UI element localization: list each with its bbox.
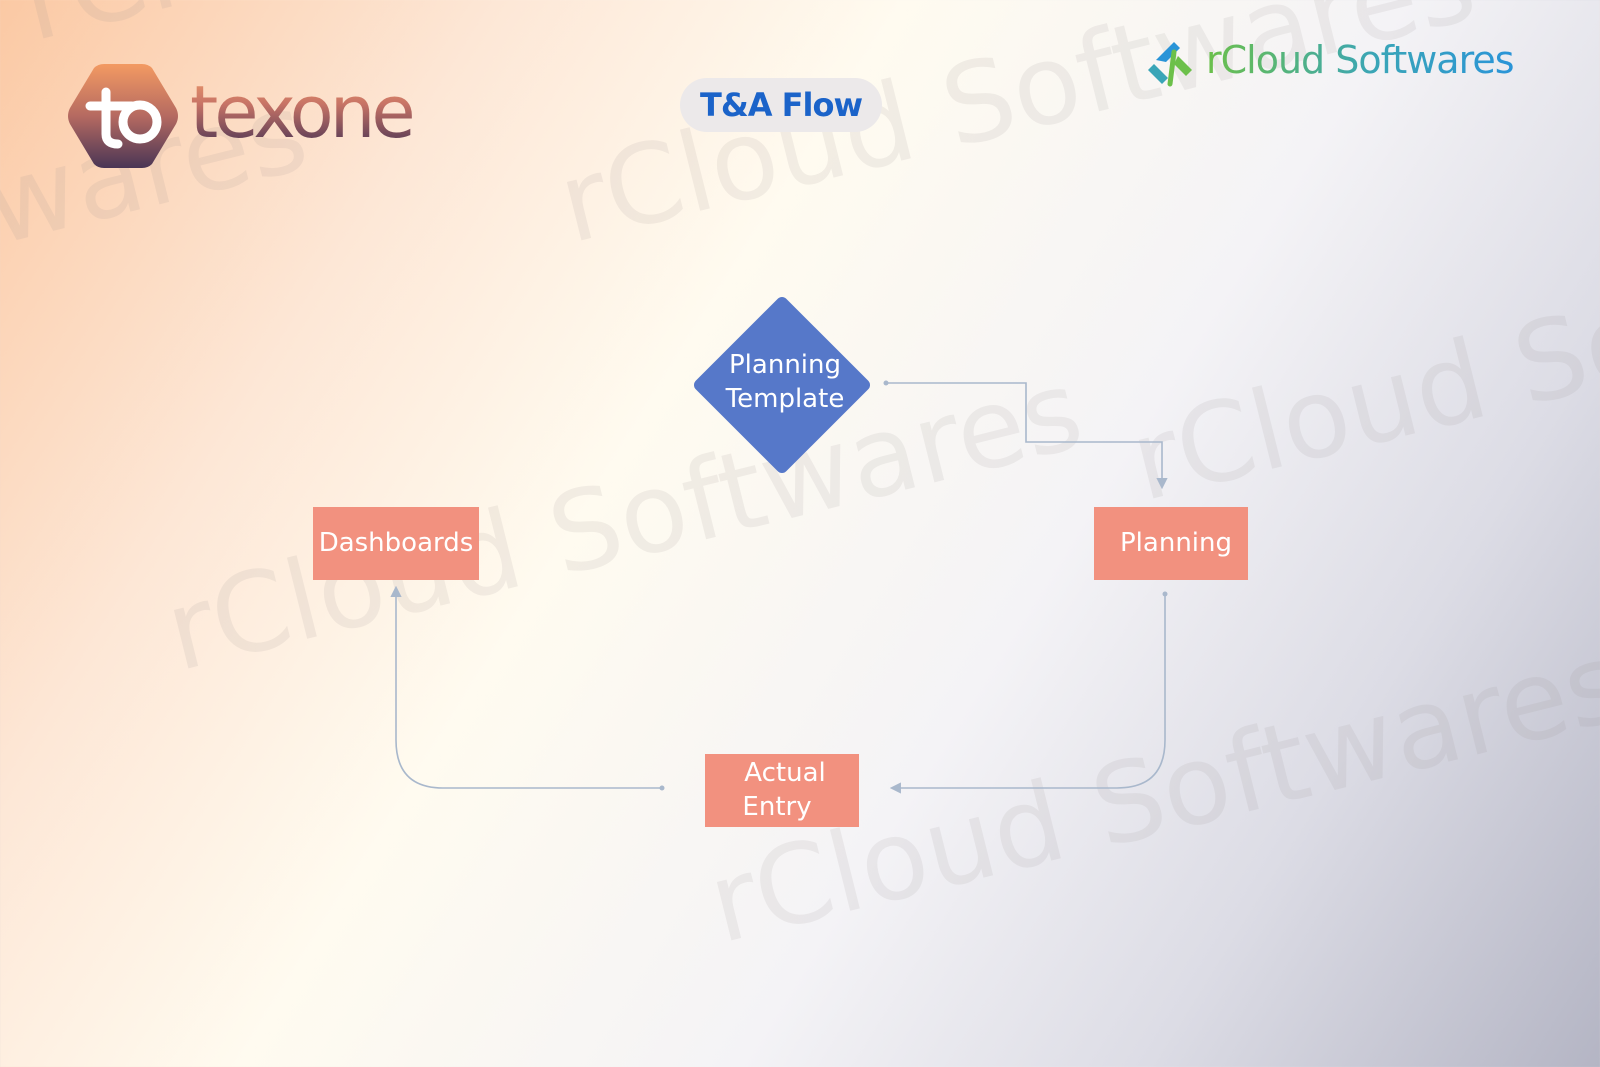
texone-logo: texone <box>66 64 436 168</box>
actual-entry-label: Actual Entry <box>705 756 865 824</box>
actual-entry-line-2: Entry <box>742 792 812 822</box>
dashboards-node <box>313 507 479 580</box>
planning-node <box>1094 507 1248 580</box>
edge-actual-entry-to-dashboards <box>390 585 665 791</box>
planning-template-line-2: Template <box>725 384 845 414</box>
rcloud-wordmark: rCloud Softwares <box>1206 38 1515 82</box>
edge-planning-template-to-planning <box>883 380 1168 490</box>
rcloud-logo-icon <box>1148 42 1192 87</box>
flow-connectors <box>390 296 1168 794</box>
planning-template-label: Planning Template <box>712 348 858 416</box>
texone-hexagon-icon <box>68 64 178 168</box>
slide: rCloud Softwares rCloud Softwares rCloud… <box>0 0 1600 968</box>
actual-entry-line-1: Actual <box>744 758 826 788</box>
actual-entry-node <box>705 754 859 827</box>
planning-template-line-1: Planning <box>729 350 841 380</box>
planning-label: Planning <box>1120 528 1232 558</box>
edge-planning-to-actual-entry <box>889 591 1168 794</box>
dashboards-label: Dashboards <box>318 528 474 558</box>
page-title: T&A Flow <box>680 78 882 132</box>
texone-wordmark: texone <box>190 70 416 154</box>
planning-template-diamond <box>693 296 871 474</box>
rcloud-logo: rCloud Softwares <box>1142 32 1542 92</box>
